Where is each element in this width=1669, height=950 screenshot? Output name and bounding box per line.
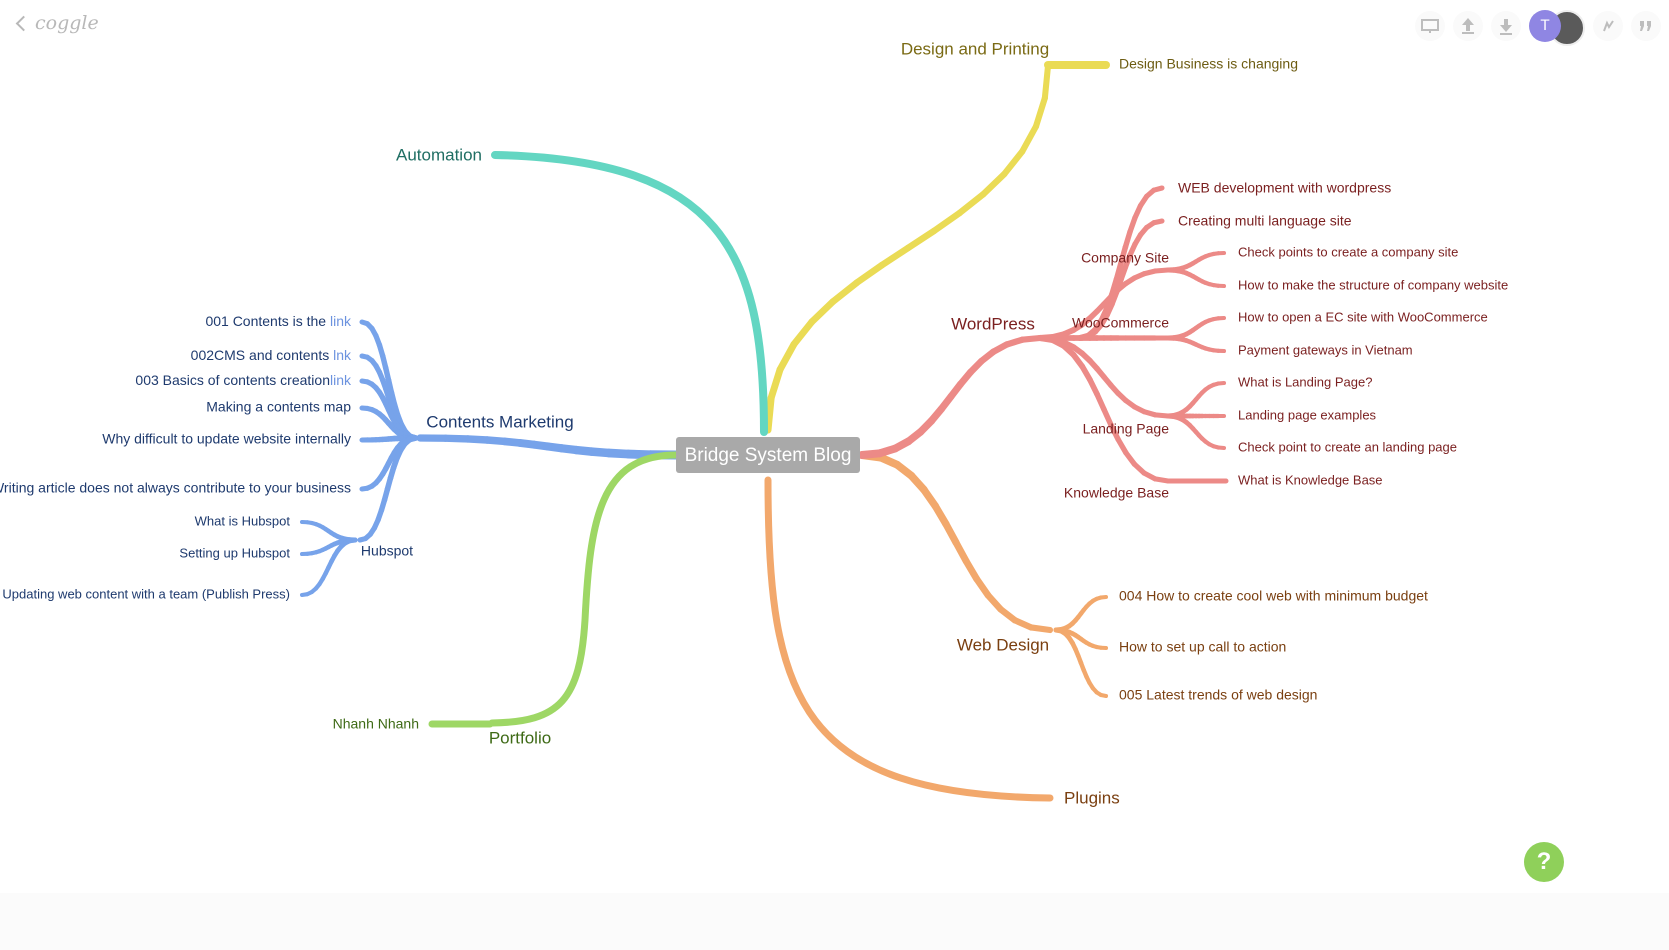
- node-hubspot-item-1[interactable]: What is Hubspot: [195, 513, 291, 528]
- node-woocommerce-item-2[interactable]: Payment gateways in Vietnam: [1238, 342, 1413, 357]
- node-nhanh-nhanh[interactable]: Nhanh Nhanh: [333, 716, 419, 732]
- wordpress-leaf-connector: [1077, 218, 1165, 341]
- node-wordpress[interactable]: WordPress: [951, 314, 1035, 333]
- hubspot-leaf-connector: [299, 537, 358, 598]
- wordpress-leaf-connector: [1165, 413, 1227, 451]
- download-icon: [1500, 19, 1512, 35]
- node-wordpress-item-2[interactable]: Creating multi language site: [1178, 213, 1352, 229]
- history-icon: [1603, 20, 1614, 32]
- node-portfolio[interactable]: Portfolio: [489, 728, 551, 747]
- wordpress-leaf-connector: [1165, 335, 1227, 354]
- plugins-branch-connector: [764, 476, 1054, 802]
- upload-button[interactable]: [1453, 11, 1483, 41]
- node-landing-page-item-2[interactable]: Landing page examples: [1238, 407, 1377, 422]
- presentation-icon: [1421, 19, 1439, 33]
- comment-icon: [1640, 21, 1651, 31]
- node-web-design[interactable]: Web Design: [957, 635, 1049, 654]
- node-contents-marketing[interactable]: Contents Marketing: [426, 412, 573, 431]
- node-webdesign-item-1[interactable]: 004 How to create cool web with minimum …: [1119, 588, 1428, 604]
- help-button[interactable]: ?: [1524, 842, 1564, 882]
- contents-branch-connector: [416, 434, 681, 460]
- node-hubspot-item-3[interactable]: Updating web content with a team (Publis…: [2, 586, 290, 601]
- hubspot-leaf-connector: [299, 519, 358, 543]
- node-link: link: [330, 372, 352, 388]
- presentation-button[interactable]: [1415, 11, 1445, 41]
- wordpress-leaf-connector: [1165, 250, 1227, 273]
- wordpress-sub-connector: [1037, 335, 1171, 484]
- node-design-and-printing[interactable]: Design and Printing: [901, 39, 1049, 58]
- node-design-business-is-changing[interactable]: Design Business is changing: [1119, 56, 1298, 72]
- node-woocommerce-item-1[interactable]: How to open a EC site with WooCommerce: [1238, 309, 1488, 324]
- node-woocommerce[interactable]: WooCommerce: [1072, 315, 1169, 331]
- node-hubspot[interactable]: Hubspot: [361, 543, 413, 559]
- node-contents-item-2[interactable]: 002CMS and contents lnk: [191, 347, 352, 363]
- canvas-bottom-strip: [0, 893, 1669, 950]
- node-hubspot-item-2[interactable]: Setting up Hubspot: [179, 545, 290, 560]
- top-bar: coggle T: [0, 0, 1669, 48]
- webdesign-leaf-connector: [1053, 594, 1109, 633]
- root-node-box[interactable]: [676, 437, 860, 473]
- node-webdesign-item-2[interactable]: How to set up call to action: [1119, 639, 1286, 655]
- node-contents-item-5[interactable]: Why difficult to update website internal…: [102, 431, 351, 447]
- collaborators[interactable]: T: [1529, 10, 1585, 46]
- upload-icon: [1462, 18, 1474, 34]
- node-contents-item-1[interactable]: 001 Contents is the link: [205, 313, 352, 329]
- comment-button[interactable]: [1631, 11, 1661, 41]
- hubspot-connector: [357, 435, 418, 543]
- node-link: lnk: [333, 347, 352, 363]
- automation-branch-connector: [491, 151, 768, 436]
- design-branch-connector: [764, 62, 1052, 434]
- avatar[interactable]: T: [1529, 10, 1561, 42]
- node-landing-page-item-3[interactable]: Check point to create an landing page: [1238, 439, 1457, 454]
- wordpress-branch-connector: [858, 334, 1044, 459]
- portfolio-branch-connector: [488, 451, 680, 727]
- download-button[interactable]: [1491, 11, 1521, 41]
- node-contents-item-4[interactable]: Making a contents map: [206, 399, 351, 415]
- node-company-site[interactable]: Company Site: [1081, 250, 1169, 266]
- node-company-site-item-2[interactable]: How to make the structure of company web…: [1238, 277, 1508, 292]
- history-button[interactable]: [1593, 11, 1623, 41]
- root-node-title[interactable]: Bridge System Blog: [685, 445, 852, 466]
- toolbar: T: [1415, 10, 1661, 46]
- chevron-left-icon: [15, 15, 32, 32]
- node-company-site-item-1[interactable]: Check points to create a company site: [1238, 244, 1458, 259]
- wordpress-leaf-connector: [1165, 267, 1227, 289]
- wordpress-leaf-connector: [1165, 315, 1227, 341]
- node-plugins[interactable]: Plugins: [1064, 788, 1120, 807]
- node-link: link: [330, 313, 352, 329]
- webdesign-leaf-connector: [1053, 627, 1109, 699]
- webdesign-branch-connector: [858, 451, 1054, 634]
- node-knowledge-base-item-1[interactable]: What is Knowledge Base: [1238, 472, 1383, 487]
- node-contents-item-3[interactable]: 003 Basics of contents creationlink: [135, 372, 352, 388]
- app-logo: coggle: [35, 12, 99, 34]
- node-automation[interactable]: Automation: [396, 145, 482, 164]
- back-to-home-link[interactable]: coggle: [15, 10, 99, 36]
- node-contents-item-6[interactable]: Writing article does not always contribu…: [0, 480, 351, 496]
- node-knowledge-base[interactable]: Knowledge Base: [1064, 485, 1169, 501]
- node-webdesign-item-3[interactable]: 005 Latest trends of web design: [1119, 687, 1317, 703]
- wordpress-leaf-connector: [1165, 380, 1227, 419]
- node-landing-page-item-1[interactable]: What is Landing Page?: [1238, 374, 1372, 389]
- node-wordpress-item-1[interactable]: WEB development with wordpress: [1178, 180, 1391, 196]
- node-landing-page[interactable]: Landing Page: [1083, 421, 1170, 437]
